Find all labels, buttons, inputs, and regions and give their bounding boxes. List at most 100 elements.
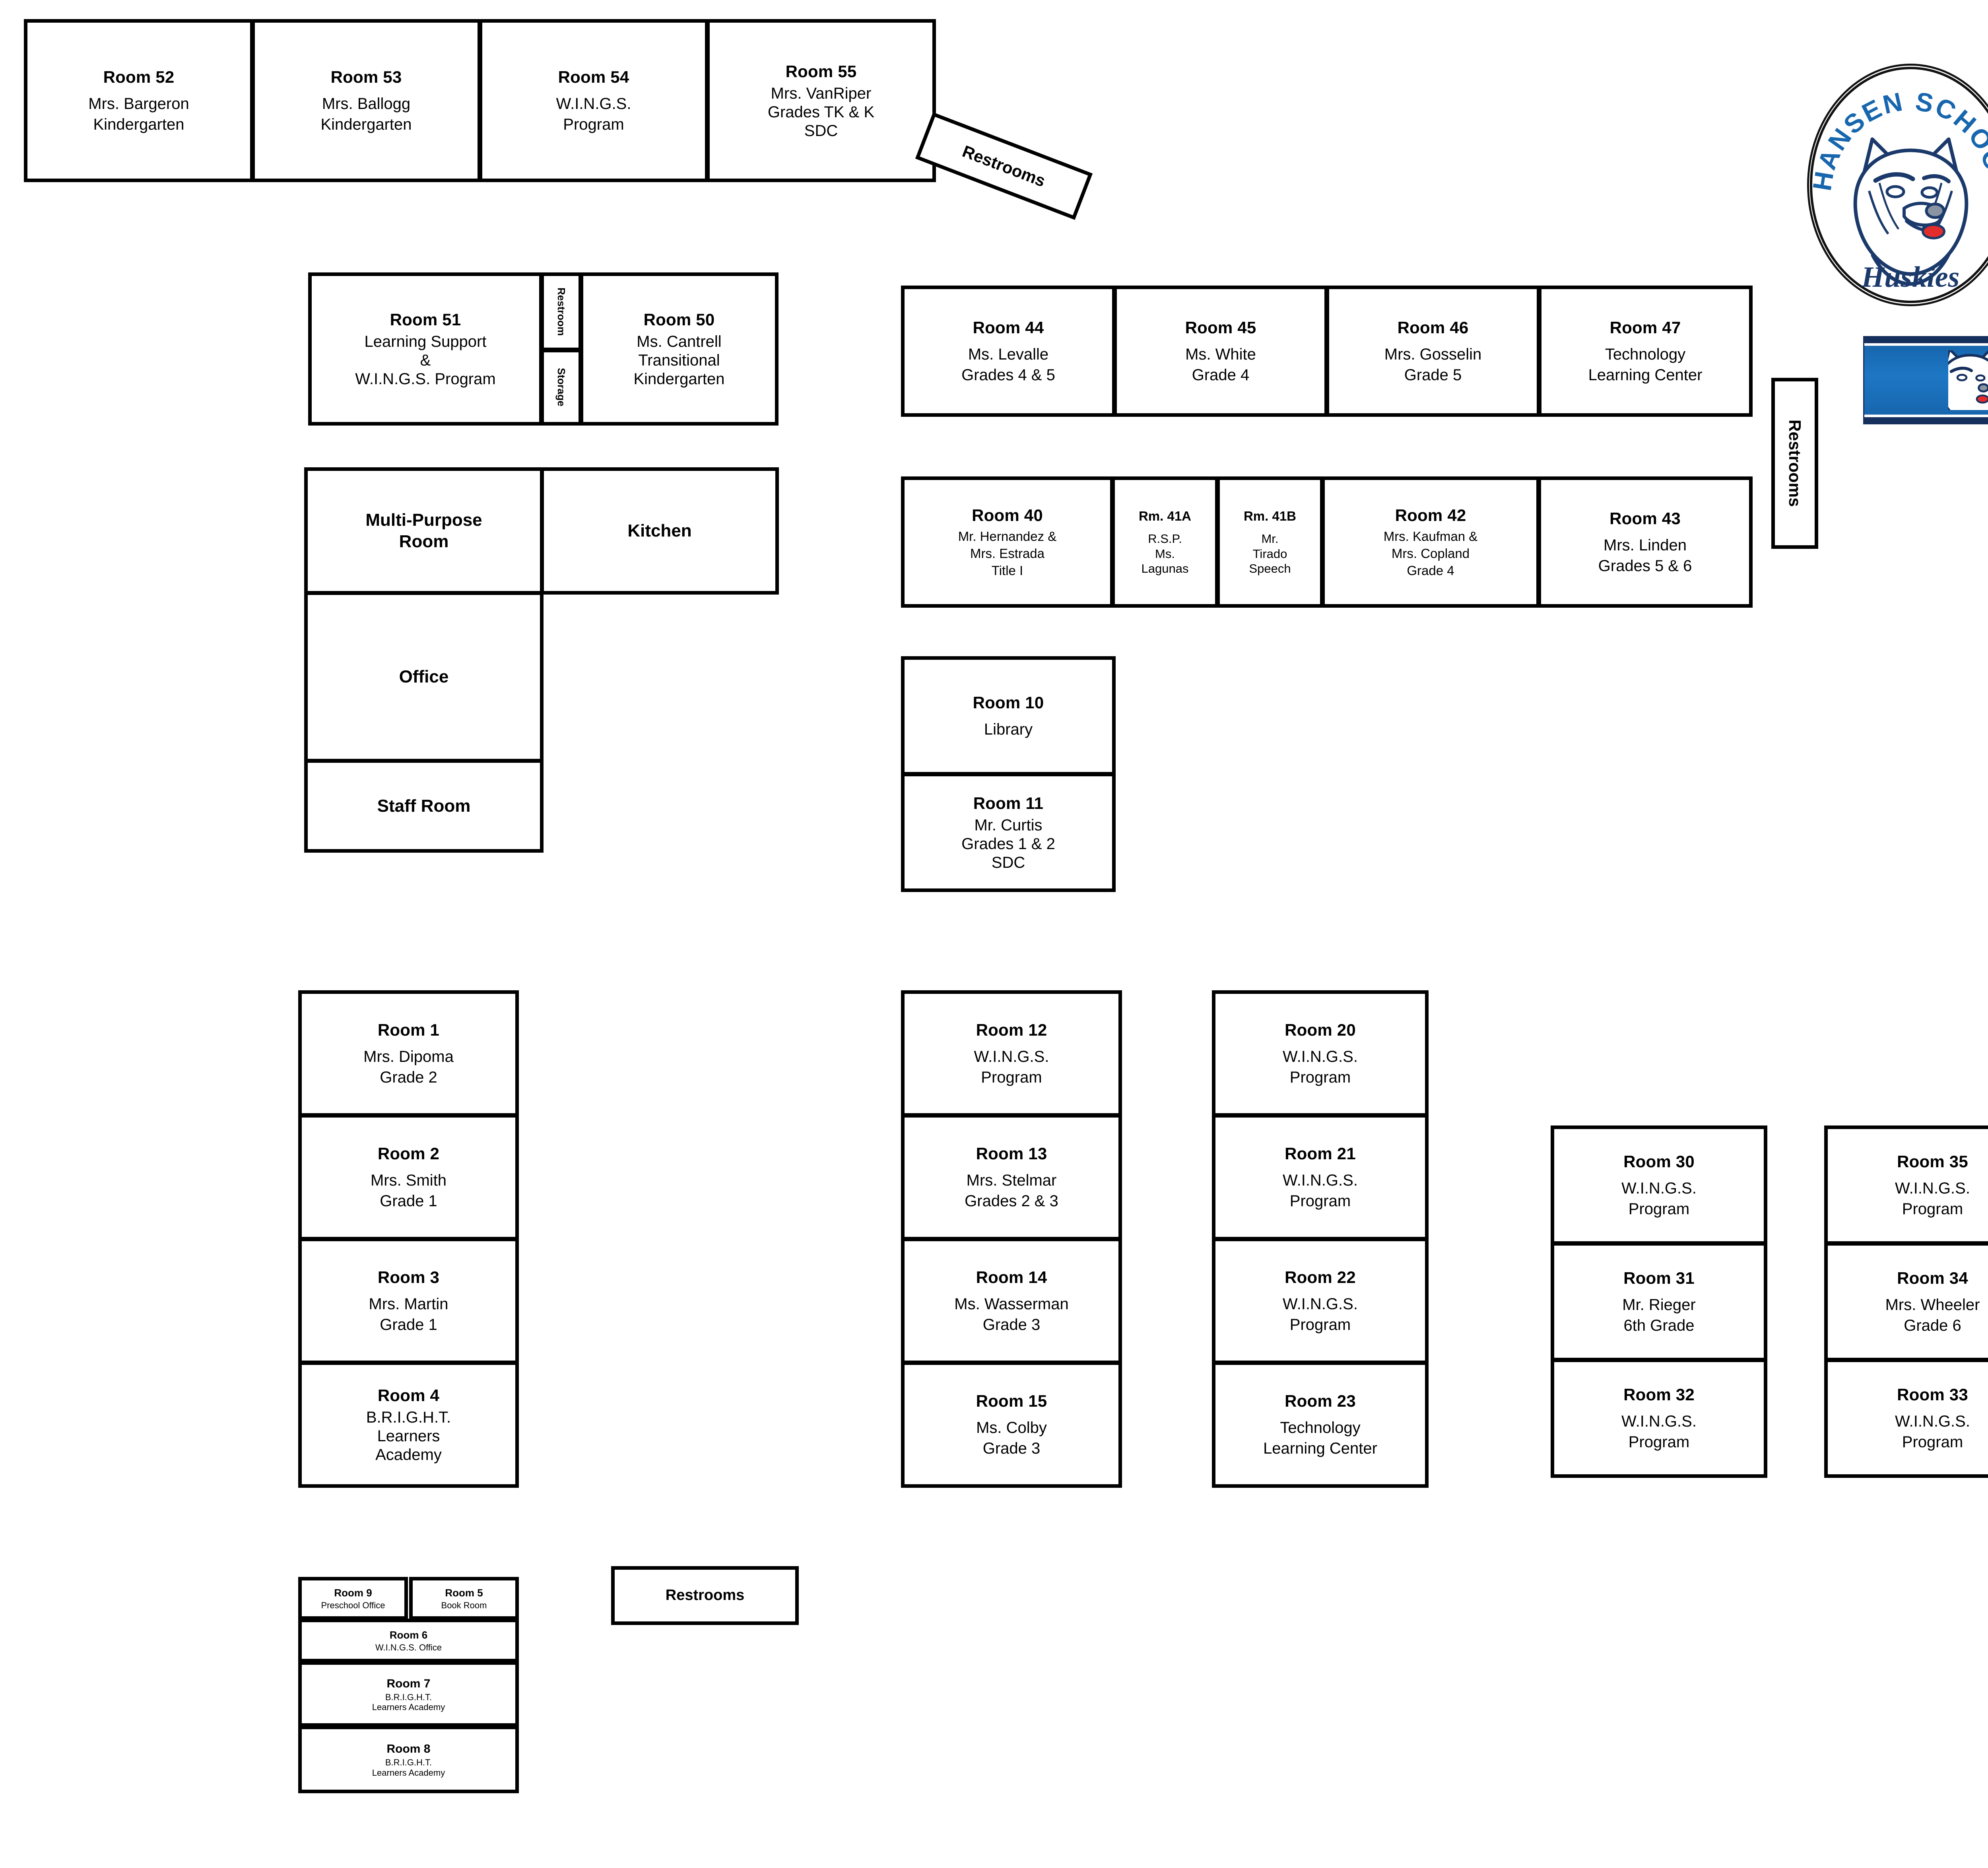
room-41a-number: Rm. 41A [1138,508,1192,523]
room-34-line-2: Grade 6 [1904,1317,1961,1335]
room-20-line-1: W.I.N.G.S. [1283,1048,1358,1066]
room-40-line-2: Mrs. Estrada [970,546,1045,561]
room-42-box[interactable]: Room 42 Mrs. Kaufman & Mrs. Copland Grad… [1321,476,1540,608]
restroom-vertical-label-51: Restroom [555,288,567,336]
room-50-number: Room 50 [643,310,715,329]
restrooms-vertical-box[interactable]: Restrooms [1771,378,1818,549]
room-13-line-1: Mrs. Stelmar [966,1172,1057,1190]
room-41a-box[interactable]: Rm. 41A R.S.P. Ms. Lagunas [1111,476,1219,608]
restroom-vertical-box-51[interactable]: Restroom [540,272,582,351]
room-11-box[interactable]: Room 11 Mr. Curtis Grades 1 & 2 SDC [901,773,1116,892]
room-44-box[interactable]: Room 44 Ms. Levalle Grades 4 & 5 [901,286,1116,417]
room-51-box[interactable]: Room 51 Learning Support & W.I.N.G.S. Pr… [308,272,543,426]
room-31-box[interactable]: Room 31 Mr. Rieger 6th Grade [1551,1242,1767,1361]
room-13-box[interactable]: Room 13 Mrs. Stelmar Grades 2 & 3 [901,1114,1122,1240]
room-41b-box[interactable]: Rm. 41B Mr. Tirado Speech [1216,476,1324,608]
room-21-line-2: Program [1289,1192,1351,1210]
room-8-box[interactable]: Room 8 B.R.I.G.H.T. Learners Academy [298,1726,519,1793]
room-20-box[interactable]: Room 20 W.I.N.G.S. Program [1212,990,1429,1117]
room-21-number: Room 21 [1285,1144,1356,1163]
husky-head-icon-left [1948,350,1988,410]
room-2-line-1: Mrs. Smith [370,1172,447,1190]
room-35-number: Room 35 [1897,1152,1968,1171]
room-8-line-1: B.R.I.G.H.T. [385,1757,432,1768]
room-34-number: Room 34 [1897,1268,1968,1287]
room-46-box[interactable]: Room 46 Mrs. Gosselin Grade 5 [1326,286,1540,417]
room-22-box[interactable]: Room 22 W.I.N.G.S. Program [1212,1238,1429,1364]
room-3-box[interactable]: Room 3 Mrs. Martin Grade 1 [298,1238,519,1364]
room-12-line-2: Program [981,1069,1042,1087]
room-23-box[interactable]: Room 23 Technology Learning Center [1212,1361,1429,1488]
kitchen-box[interactable]: Kitchen [540,467,779,595]
room-54-box[interactable]: Room 54 W.I.N.G.S. Program [479,19,709,182]
room-14-box[interactable]: Room 14 Ms. Wasserman Grade 3 [901,1238,1122,1364]
room-47-box[interactable]: Room 47 Technology Learning Center [1538,286,1753,417]
room-46-number: Room 46 [1397,318,1469,337]
room-20-line-2: Program [1289,1069,1351,1087]
room-50-line-1: Ms. Cantrell [637,333,722,351]
room-52-line-2: Kindergarten [93,116,184,134]
room-22-line-2: Program [1289,1316,1351,1334]
room-12-box[interactable]: Room 12 W.I.N.G.S. Program [901,990,1122,1117]
room-9-line-1: Preschool Office [321,1600,385,1610]
room-33-box[interactable]: Room 33 W.I.N.G.S. Program [1824,1359,1988,1478]
room-2-number: Room 2 [377,1144,440,1163]
hansen-school-husky-logo: HANSEN SCHOOL [1807,64,1988,306]
room-51-line-1: Learning Support [364,333,487,351]
room-41a-line-1: R.S.P. [1148,531,1182,546]
room-1-box[interactable]: Room 1 Mrs. Dipoma Grade 2 [298,990,519,1117]
room-43-box[interactable]: Room 43 Mrs. Linden Grades 5 & 6 [1538,476,1753,608]
room-6-box[interactable]: Room 6 W.I.N.G.S. Office [298,1619,519,1662]
storage-vertical-box-51[interactable]: Storage [540,349,582,426]
room-1-line-1: Mrs. Dipoma [363,1048,454,1066]
room-34-line-1: Mrs. Wheeler [1885,1296,1980,1314]
restrooms-tilted-box[interactable]: Restrooms [915,112,1093,220]
restrooms-bottom-box[interactable]: Restrooms [611,1566,799,1625]
room-4-number: Room 4 [377,1386,440,1405]
room-53-number: Room 53 [330,67,402,86]
svg-text:Huskies: Huskies [1861,261,1960,294]
staff-room-box[interactable]: Staff Room [304,759,544,853]
multi-purpose-room-box[interactable]: Multi-Purpose Room [304,467,544,595]
room-30-box[interactable]: Room 30 W.I.N.G.S. Program [1551,1125,1767,1245]
room-40-box[interactable]: Room 40 Mr. Hernandez & Mrs. Estrada Tit… [901,476,1114,608]
room-1-line-2: Grade 2 [380,1069,437,1087]
room-47-line-2: Learning Center [1588,366,1703,384]
room-4-line-1: B.R.I.G.H.T. [366,1408,451,1426]
room-15-box[interactable]: Room 15 Ms. Colby Grade 3 [901,1361,1122,1488]
office-box[interactable]: Office [304,591,544,762]
room-4-box[interactable]: Room 4 B.R.I.G.H.T. Learners Academy [298,1361,519,1488]
room-14-line-1: Ms. Wasserman [954,1295,1069,1313]
room-53-box[interactable]: Room 53 Mrs. Ballogg Kindergarten [251,19,481,182]
room-7-box[interactable]: Room 7 B.R.I.G.H.T. Learners Academy [298,1661,519,1727]
room-43-line-1: Mrs. Linden [1604,536,1687,554]
room-50-box[interactable]: Room 50 Ms. Cantrell Transitional Kinder… [580,272,779,426]
multi-purpose-room-line-2: Room [399,532,449,551]
room-10-box[interactable]: Room 10 Library [901,656,1116,776]
room-44-line-2: Grades 4 & 5 [961,366,1055,384]
room-7-line-2: Learners Academy [372,1702,445,1712]
room-32-box[interactable]: Room 32 W.I.N.G.S. Program [1551,1359,1767,1478]
room-6-number: Room 6 [389,1629,428,1641]
room-55-box[interactable]: Room 55 Mrs. VanRiper Grades TK & K SDC [706,19,936,182]
room-45-line-2: Grade 4 [1192,366,1250,384]
room-33-number: Room 33 [1897,1385,1968,1404]
room-7-number: Room 7 [386,1677,431,1690]
room-35-line-2: Program [1902,1200,1963,1218]
room-11-line-3: SDC [991,853,1025,871]
room-40-line-1: Mr. Hernandez & [958,529,1057,544]
room-13-number: Room 13 [976,1144,1047,1163]
room-5-box[interactable]: Room 5 Book Room [409,1577,519,1620]
room-14-number: Room 14 [976,1267,1047,1287]
room-42-line-1: Mrs. Kaufman & [1383,529,1478,544]
room-34-box[interactable]: Room 34 Mrs. Wheeler Grade 6 [1824,1242,1988,1361]
room-30-line-1: W.I.N.G.S. [1621,1180,1697,1197]
room-2-box[interactable]: Room 2 Mrs. Smith Grade 1 [298,1114,519,1240]
room-35-box[interactable]: Room 35 W.I.N.G.S. Program [1824,1125,1988,1245]
room-52-box[interactable]: Room 52 Mrs. Bargeron Kindergarten [24,19,254,182]
room-12-number: Room 12 [976,1020,1047,1039]
room-9-box[interactable]: Room 9 Preschool Office [298,1577,408,1620]
room-45-box[interactable]: Room 45 Ms. White Grade 4 [1113,286,1328,417]
room-40-line-3: Title I [991,563,1023,578]
room-21-box[interactable]: Room 21 W.I.N.G.S. Program [1212,1114,1429,1240]
